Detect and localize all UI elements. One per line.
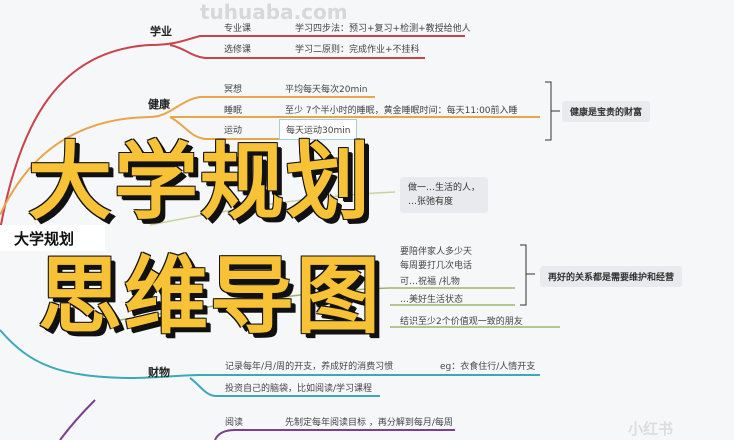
root-label: 大学规划 [14,230,75,248]
relations-summary: 再好的关系都是需要维护和经营 [540,266,683,287]
life-box: 做一…生活的人， …张弛有度 [400,177,489,213]
relations-item: …美好生活状态 [400,295,464,305]
study-item-label: 专业课 [224,24,252,34]
money-item-detail: 投资自己的脑袋，比如阅读/学习课程 [225,384,373,394]
health-summary: 健康是宝贵的财富 [562,101,651,122]
relations-item: 每周要打几次电话 [400,261,473,271]
health-item-label: 睡眠 [224,106,243,116]
reading-label: 阅读 [225,418,244,428]
money-branch [0,329,540,397]
branch-money: 财物 [148,366,170,379]
branch-study: 学业 [150,25,172,38]
health-item-label: 冥想 [224,85,243,95]
health-item-label: 运动 [224,126,243,136]
study-branch [0,35,465,231]
branch-health: 健康 [148,98,170,111]
money-item-detail: 记录每年/月/周的开支，养成好的消费习惯 [225,362,394,372]
health-item-detail: 每天运动30min [279,119,358,140]
relations-bracket [520,244,535,306]
health-branch [0,96,540,216]
root-node: 大学规划 [0,225,105,251]
health-item-detail: 平均每天每次20min [285,85,368,95]
life-box-line: 做一…生活的人， [408,183,481,193]
relations-item: 结识至少2个价值观一致的朋友 [400,317,523,327]
overlay-title-line1: 大学规划 [28,133,373,231]
overlay-title-line2: 思维导图 [38,247,383,345]
health-bracket [545,81,560,141]
money-item-note: eg：衣食住行/人情开支 [440,362,536,372]
watermark-top: tuhuaba.com [200,0,348,24]
reading-branch [59,399,455,440]
reading-detail: 先制定每年阅读目标 ，再分解到每月/每周 [285,418,453,428]
study-item-detail: 学习四步法：预习+复习+检测+教授给他人 [295,24,471,34]
relations-item: 要陪伴家人多少天 [400,247,473,257]
life-box-line: …张弛有度 [408,197,454,207]
study-item-label: 选修课 [224,45,252,55]
health-item-detail: 至少 7个半小时的睡眠，黄金睡眠时间：每天11:00前入睡 [285,106,518,116]
relations-branch [119,287,560,328]
study-item-detail: 学习二原则：完成作业+不挂科 [295,45,420,55]
relations-item: 可…祝福 /礼物 [400,277,460,287]
watermark-bottom: 小红书 [628,420,674,438]
life-branch [149,191,396,226]
